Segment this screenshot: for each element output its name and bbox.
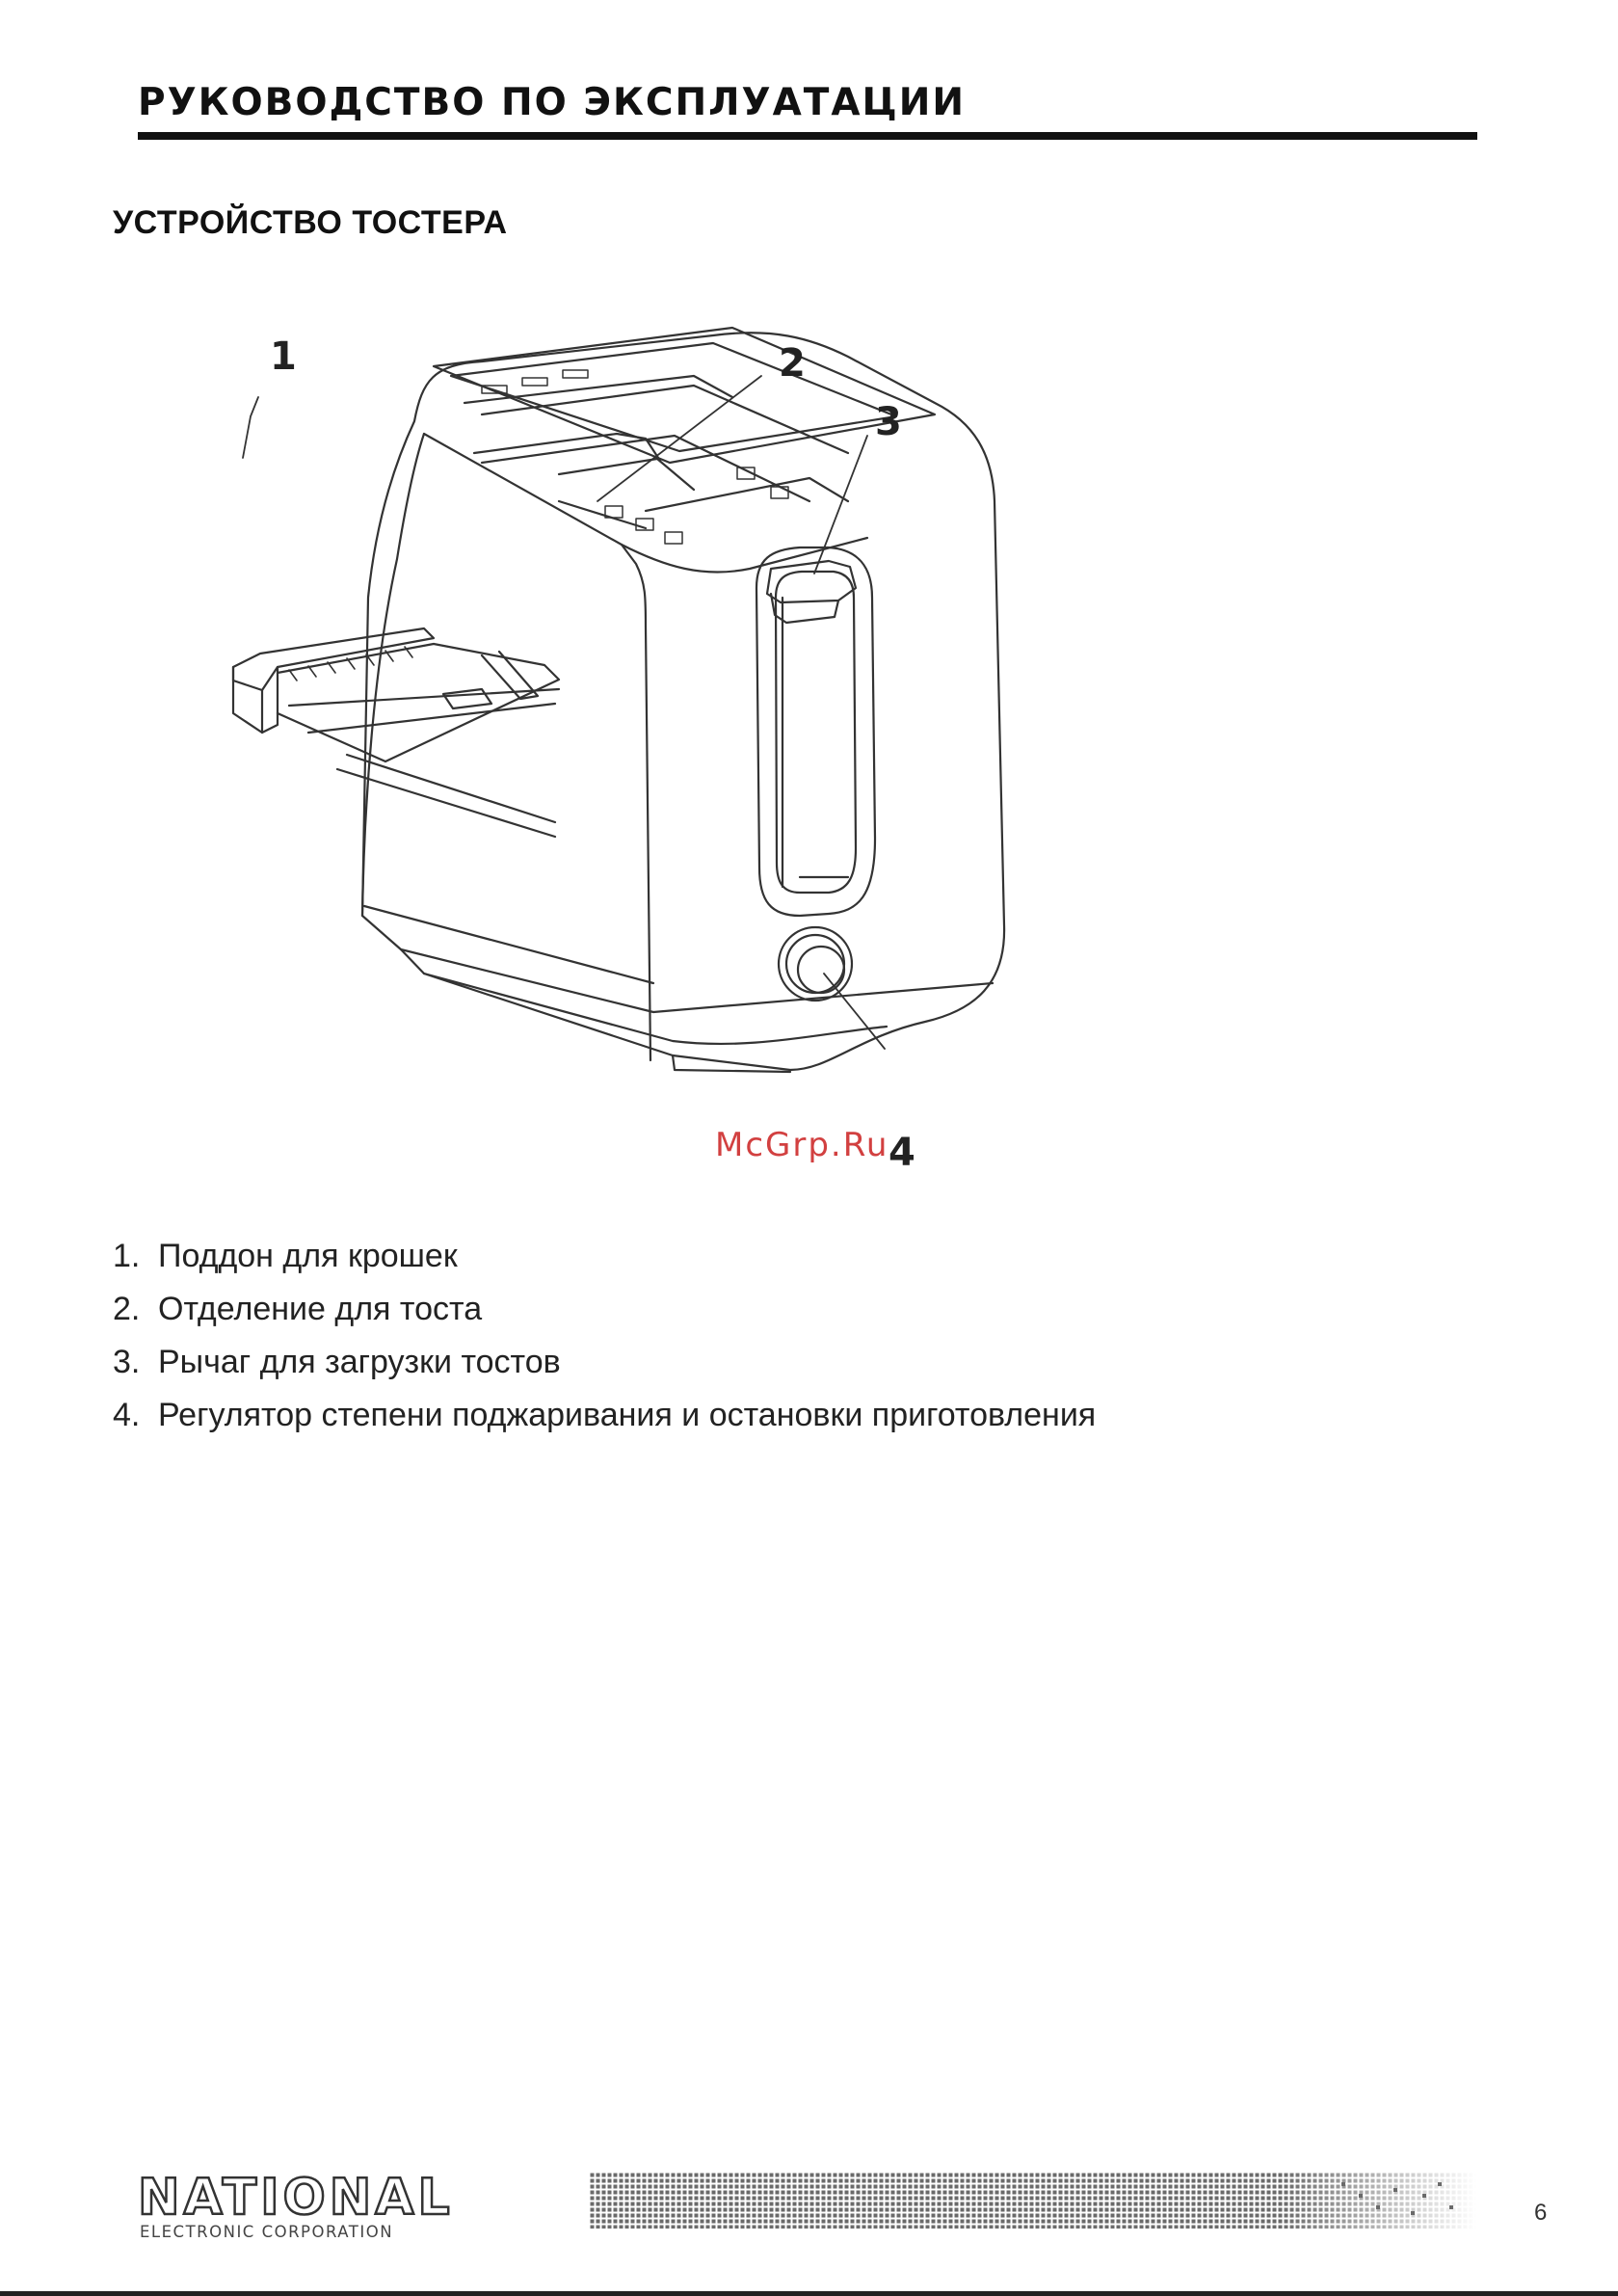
list-item-number: 4. xyxy=(113,1389,158,1442)
list-item-number: 1. xyxy=(113,1230,158,1283)
toaster-body-drawing xyxy=(362,328,1004,1072)
manual-header-title: РУКОВОДСТВО ПО ЭКСПЛУАТАЦИИ xyxy=(138,81,966,124)
list-item-number: 3. xyxy=(113,1336,158,1389)
list-item-label: Регулятор степени поджаривания и останов… xyxy=(158,1389,1096,1442)
brand-subtitle: ELECTRONIC CORPORATION xyxy=(140,2223,393,2241)
lever-drawing xyxy=(767,561,856,623)
section-title: УСТРОЙСТВО ТОСТЕРА xyxy=(113,204,508,242)
watermark-text: McGrp.Ru xyxy=(715,1126,889,1164)
list-item: 2. Отделение для тоста xyxy=(113,1283,1096,1336)
list-item: 3. Рычаг для загрузки тостов xyxy=(113,1336,1096,1389)
callout-3: 3 xyxy=(875,400,902,444)
list-item-label: Рычаг для загрузки тостов xyxy=(158,1336,561,1389)
knob-drawing xyxy=(779,927,852,1001)
header-rule xyxy=(138,132,1477,140)
callout-1: 1 xyxy=(270,334,297,379)
list-item-number: 2. xyxy=(113,1283,158,1336)
list-item: 1. Поддон для крошек xyxy=(113,1230,1096,1283)
callout-2: 2 xyxy=(779,341,806,386)
brand-name: NATIONAL xyxy=(138,2173,454,2223)
callout-leaders xyxy=(243,376,885,1049)
decorative-dot-band xyxy=(590,2173,1476,2229)
list-item: 4. Регулятор степени поджаривания и оста… xyxy=(113,1389,1096,1442)
brand-logo: NATIONAL ELECTRONIC CORPORATION xyxy=(138,2173,528,2240)
callout-4: 4 xyxy=(889,1131,915,1175)
bottom-rule xyxy=(0,2291,1618,2296)
parts-list: 1. Поддон для крошек 2. Отделение для то… xyxy=(113,1230,1096,1442)
page-number: 6 xyxy=(1534,2200,1547,2227)
toaster-illustration: 1 2 3 4 xyxy=(193,308,1407,1195)
list-item-label: Поддон для крошек xyxy=(158,1230,458,1283)
crumb-tray-drawing xyxy=(233,628,559,837)
list-item-label: Отделение для тоста xyxy=(158,1283,482,1336)
